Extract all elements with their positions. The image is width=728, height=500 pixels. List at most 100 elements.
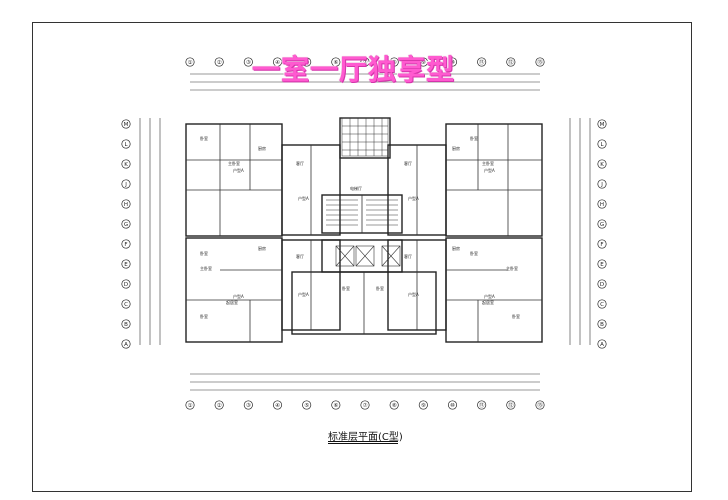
axis-bubble-bottom (506, 400, 516, 410)
axis-bubble-bottom-label: ⑫ (508, 401, 514, 409)
axis-bubble-bottom-label: ⑧ (392, 403, 397, 409)
drawing-frame (32, 22, 692, 492)
roof-grid (341, 117, 389, 157)
axis-bubble-top (506, 57, 516, 67)
axis-bubble-left-label: M (124, 122, 129, 128)
axis-bubble-bottom (272, 400, 283, 410)
axis-bubble-left-label: J (124, 182, 127, 188)
room-label: 厨房 (452, 145, 460, 151)
bottom-dimension-lines (190, 373, 540, 391)
axis-bubble-bottom-label: ⑤ (304, 403, 309, 409)
axis-bubble-top-label: ⑬ (537, 58, 543, 66)
axis-bubble-bottom-label: ⑩ (450, 402, 455, 409)
room-label: 卧室 (470, 250, 478, 256)
axis-bubble-left-label: E (124, 262, 128, 268)
axis-bubble-left (121, 159, 131, 169)
axis-bubble-bottom (360, 400, 370, 410)
elevator-shafts (335, 245, 401, 267)
axis-bubble-bottom-label: ④ (275, 403, 280, 409)
axis-bubble-bottom-label: ② (217, 402, 222, 409)
axis-bubble-bottom (535, 400, 545, 410)
axis-bubble-right-label: F (600, 242, 603, 248)
unit-tag: 户型A (408, 195, 419, 201)
room-label: 主卧室 (200, 265, 212, 271)
room-label: 电梯厅 (350, 185, 362, 191)
room-label: 客厅 (404, 160, 412, 166)
axis-bubble-right-label: A (600, 342, 604, 348)
axis-bubble-bottom-label: ⑥ (333, 403, 338, 409)
axis-bubble-left (121, 259, 131, 269)
axis-bubble-right-label: M (600, 122, 605, 128)
axis-bubble-top-label: ⑧ (392, 60, 397, 66)
axis-bubble-bottom (214, 400, 224, 410)
axis-bubble-top-label: ⑫ (508, 58, 514, 66)
room-label: 卧室 (376, 285, 384, 291)
axis-bubble-right (597, 239, 607, 249)
room-label: 卧室 (200, 250, 208, 256)
axis-bubble-right (597, 199, 607, 209)
axis-bubble-left-label: L (124, 142, 128, 148)
axis-bubble-top (360, 57, 370, 67)
room-label: 起居室 (226, 299, 238, 305)
axis-bubble-right (597, 159, 607, 169)
axis-bubble-top (331, 57, 341, 67)
axis-bubble-bottom (418, 400, 428, 410)
axis-bubble-right (597, 339, 607, 349)
room-label: 厨房 (258, 145, 266, 151)
unit-tag: 户型A (408, 291, 419, 297)
axis-bubble-bottom (389, 400, 399, 410)
axis-bubble-top-label: ⑦ (363, 59, 368, 66)
caption-underline (328, 441, 398, 442)
axis-bubble-left-label: B (124, 322, 128, 328)
axis-bubble-left (121, 239, 131, 249)
axis-bubble-bottom-label: ③ (246, 403, 251, 409)
axis-bubble-left (121, 139, 131, 149)
axis-bubble-left (121, 119, 131, 129)
room-label: 客厅 (296, 160, 304, 166)
axis-bubble-bottom (243, 400, 253, 410)
axis-bubble-left-label: H (124, 202, 128, 208)
axis-bubble-top (214, 57, 224, 67)
axis-bubble-top (447, 57, 458, 67)
room-labels: 卧室 主卧室 厨房 卧室 主卧室 卧室 起居室 厨房 客厅 客厅 客厅 客厅 电… (200, 135, 520, 319)
axis-bubble-top-label: ② (217, 59, 222, 66)
unit-tag: 户型A (484, 293, 495, 299)
caption-underline-double (328, 443, 398, 444)
axis-bubble-top (185, 57, 195, 67)
axis-bubble-left (121, 339, 131, 349)
axis-bubble-top (535, 57, 545, 67)
axis-bubble-right-label: J (600, 182, 603, 188)
unit-tag: 户型A (233, 167, 244, 173)
room-label: 起居室 (482, 299, 494, 305)
axis-bubble-right-label: D (600, 282, 604, 288)
axis-bubble-top-label: ⑥ (333, 60, 338, 66)
axis-bubble-top-label: ⑩ (450, 59, 455, 66)
axis-bubble-left (121, 319, 131, 329)
axis-bubble-bottom-label: ⑪ (479, 401, 485, 409)
axis-bubble-right (597, 299, 607, 309)
room-label: 厨房 (258, 245, 266, 251)
axis-bubble-top-label: ⑨ (421, 59, 426, 66)
axis-bubble-bottom (331, 400, 341, 410)
unit-tag: 户型A (298, 195, 309, 201)
axis-bubble-right-label: H (600, 202, 604, 208)
side-dimension-lines (139, 118, 591, 345)
axis-bubble-right (597, 259, 607, 269)
axis-bubble-bottom-label: ⑬ (537, 401, 543, 409)
axis-bubble-right (597, 119, 607, 129)
axis-bubble-left-label: A (124, 342, 128, 348)
room-label: 卧室 (342, 285, 350, 291)
axis-bubble-left (121, 219, 131, 229)
axis-bubble-right-label: K (600, 162, 604, 168)
axis-bubble-left-label: G (124, 222, 128, 228)
axis-bubble-right (597, 219, 607, 229)
axis-bubble-right (597, 279, 607, 289)
partitions (186, 124, 542, 342)
axis-bubble-right (597, 139, 607, 149)
axis-bubble-left (121, 199, 131, 209)
drawing-caption: 标准层平面(C型) (328, 432, 403, 443)
axis-bubble-top (302, 57, 312, 67)
